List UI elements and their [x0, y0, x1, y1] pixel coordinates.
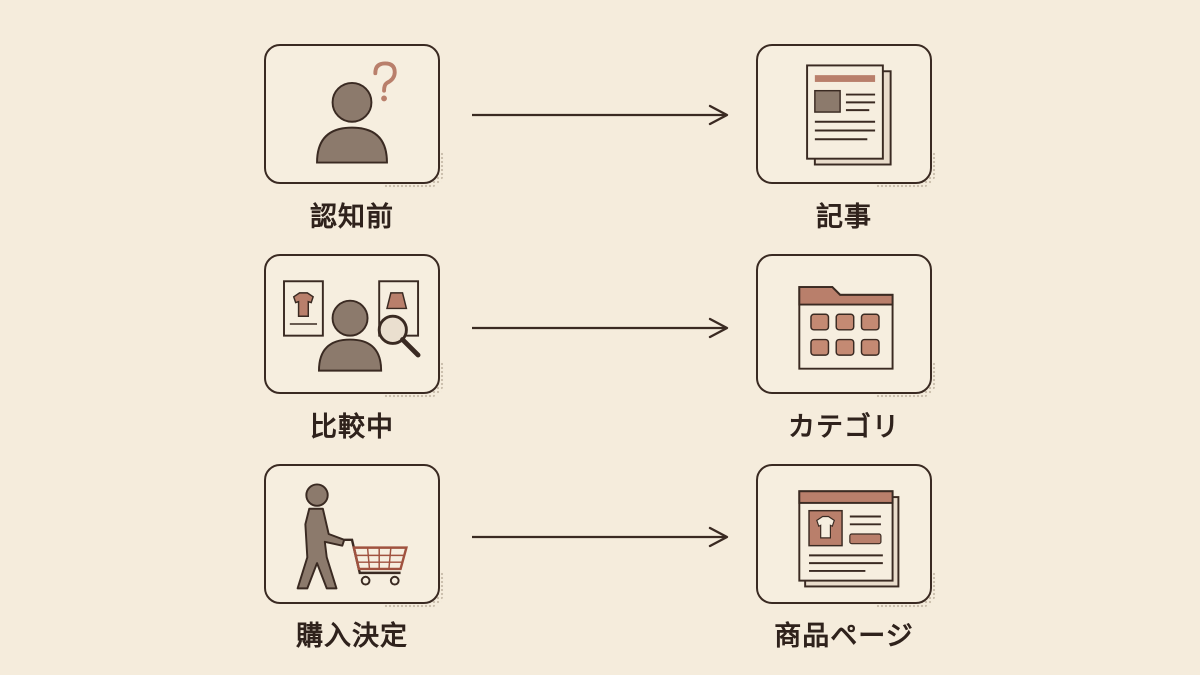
content-box-article	[756, 44, 936, 188]
stage-label-awareness: 認知前	[310, 202, 394, 233]
content-label-product: 商品ページ	[774, 621, 914, 652]
stage-box-purchase	[264, 464, 444, 608]
arrow-purchase-to-product	[470, 526, 732, 548]
stage-label-comparing: 比較中	[310, 412, 394, 443]
article-icon	[806, 64, 892, 166]
product-page-icon	[798, 490, 900, 588]
content-box-category	[756, 254, 936, 398]
person-comparing-icon	[283, 280, 421, 372]
stage-box-awareness	[264, 44, 444, 188]
arrow-comparing-to-category	[470, 317, 732, 339]
person-question-icon	[316, 61, 397, 164]
content-box-product	[756, 464, 936, 608]
stage-box-comparing	[264, 254, 444, 398]
content-label-article: 記事	[816, 202, 872, 233]
category-folder-icon	[798, 286, 894, 370]
content-label-category: カテゴリ	[788, 412, 900, 443]
stage-label-purchase: 購入決定	[296, 621, 408, 652]
person-shopping-cart-icon	[296, 483, 408, 590]
arrow-awareness-to-article	[470, 104, 732, 126]
